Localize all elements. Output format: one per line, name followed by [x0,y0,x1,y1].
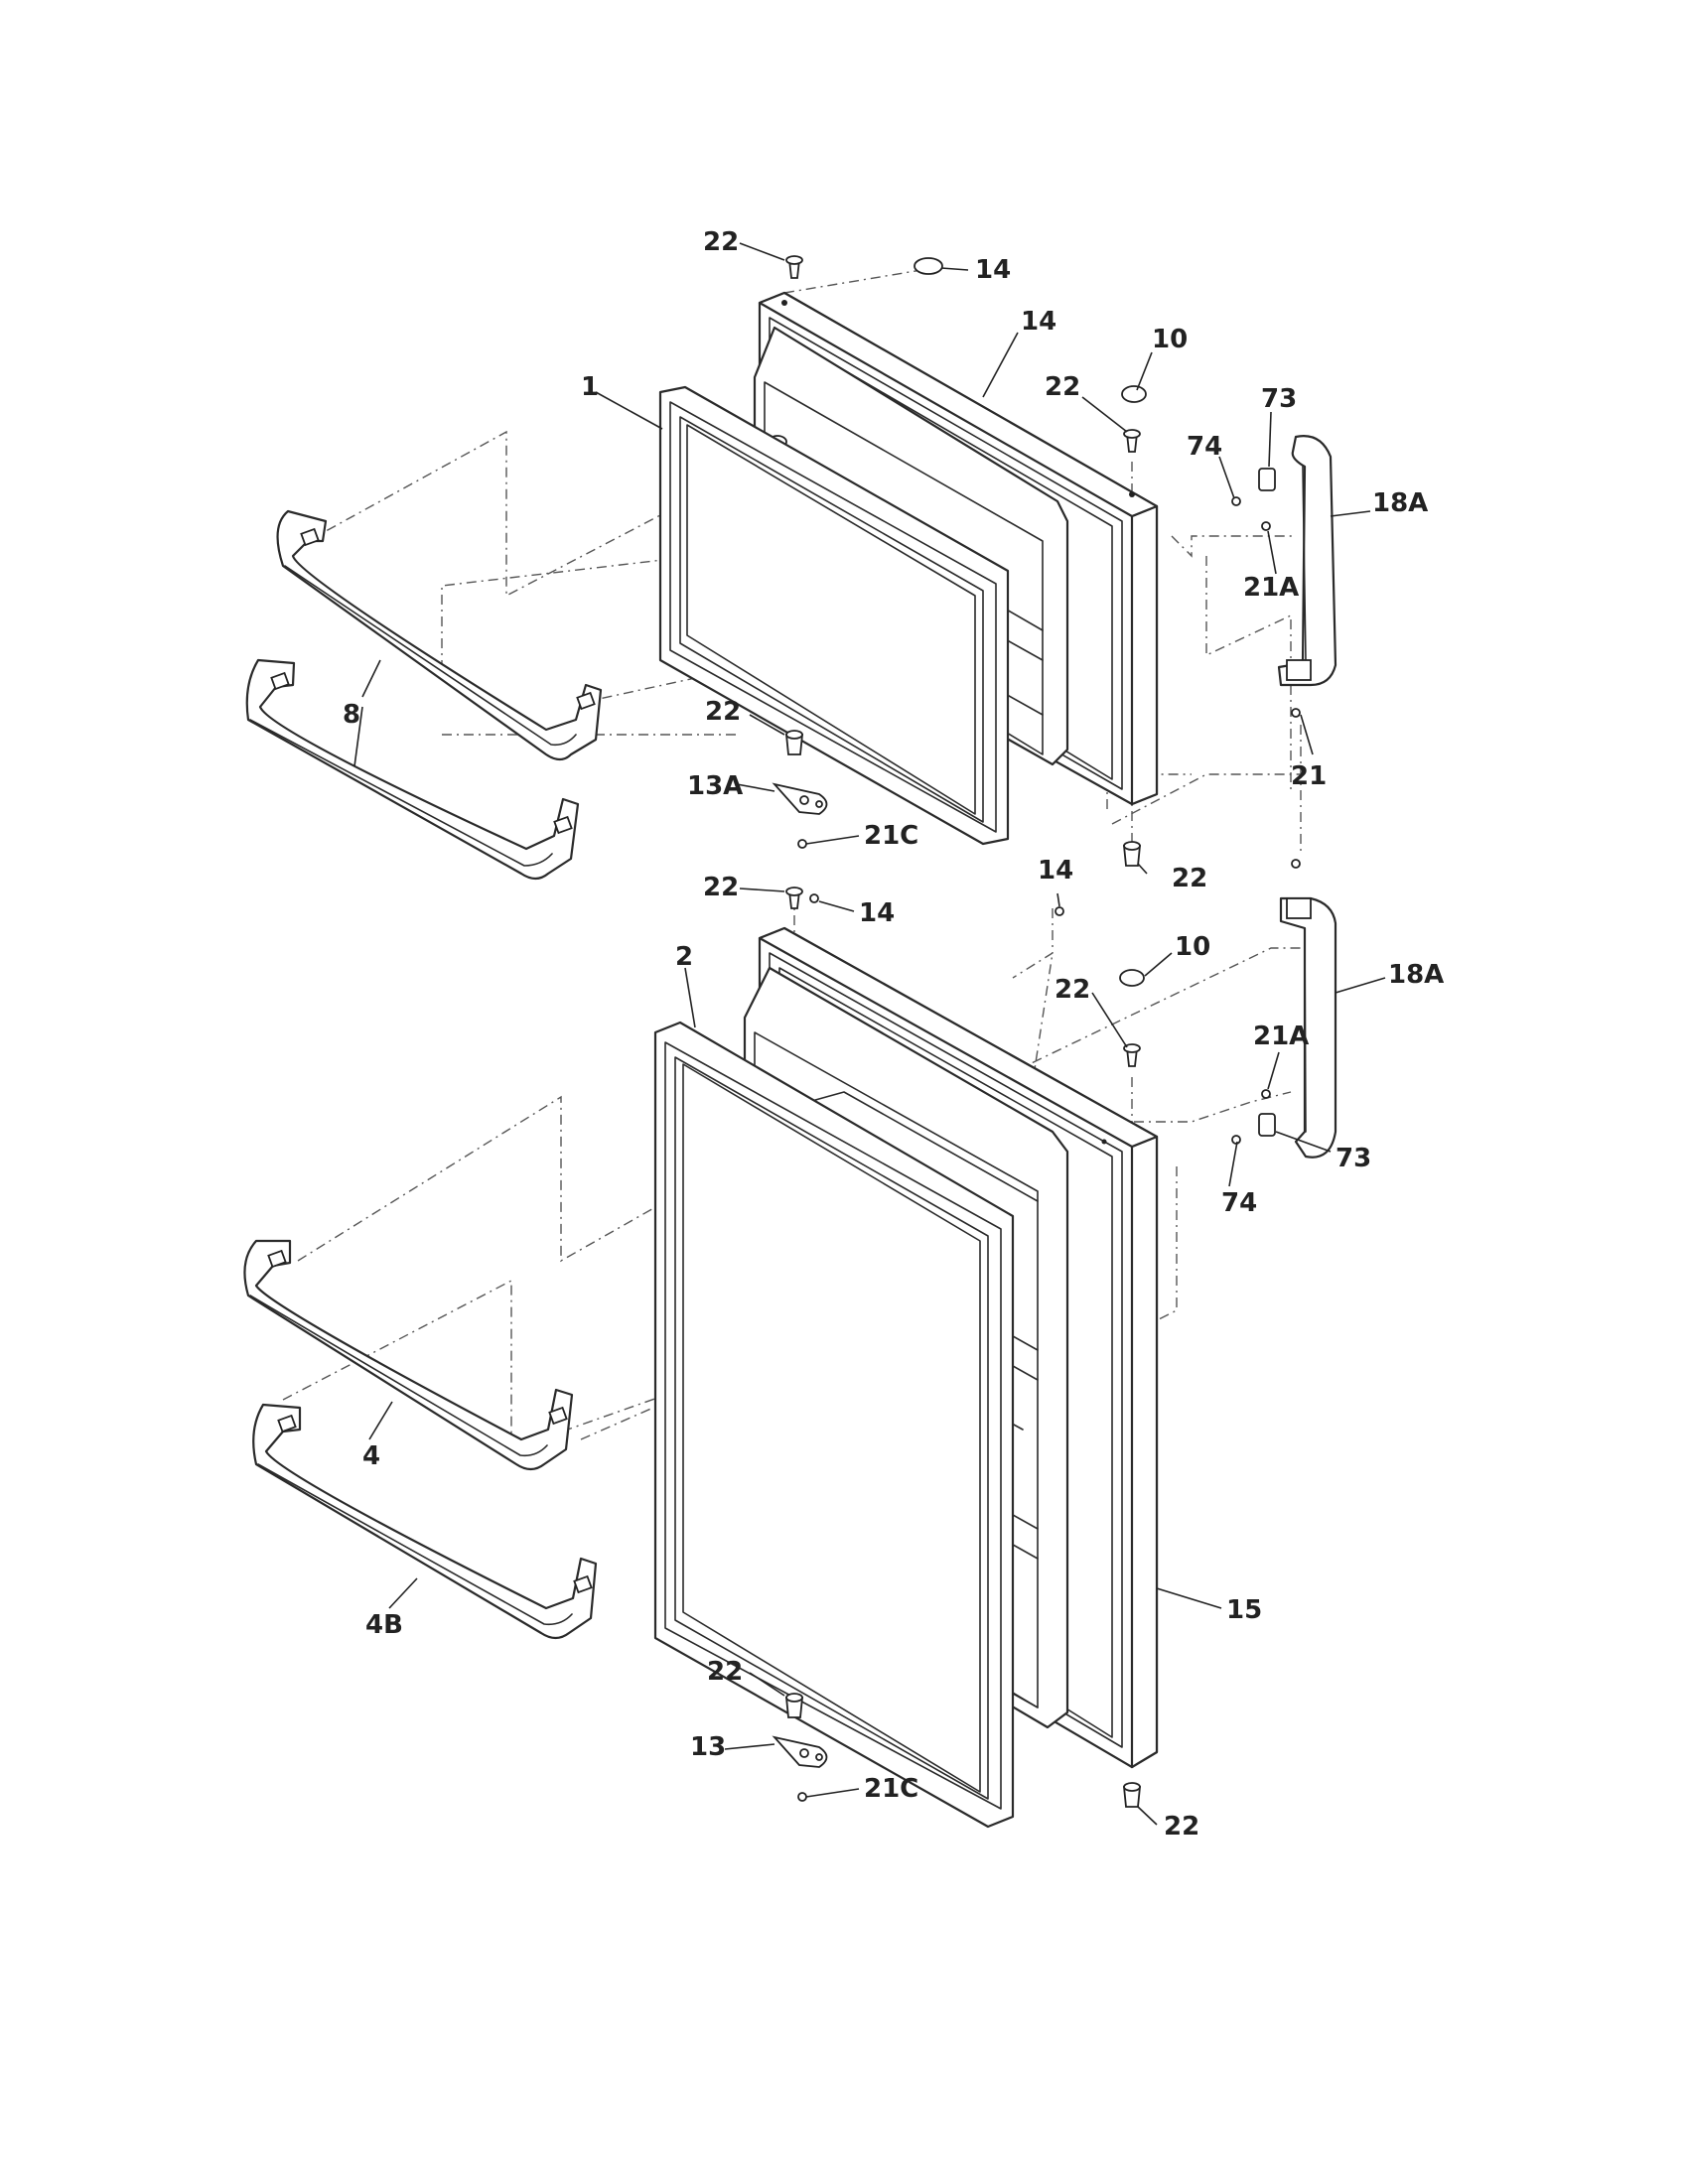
door-bin-4 [243,1239,574,1471]
callout-73-lower: 73 [1336,1144,1371,1173]
callout-10-lower: 10 [1175,932,1210,962]
callout-21c-lower: 21C [864,1774,918,1804]
freezer-handle [1277,435,1337,687]
callout-22-lower-bottom-right: 22 [1164,1812,1199,1842]
callout-14-right: 14 [1038,856,1073,886]
callout-22-upper-hinge: 22 [705,697,741,727]
callout-13: 13 [690,1732,726,1762]
callout-14-left: 14 [859,898,895,928]
callout-13a: 13A [687,771,743,801]
callout-12: 14 [975,255,1011,285]
freezer-handle-spacer [1258,468,1276,491]
leader-lines [353,242,1386,1826]
callout-10-upper: 10 [1152,325,1188,354]
callout-8: 8 [343,700,360,730]
fresh-food-door-gasket [653,1021,1015,1829]
door-handles [1258,435,1337,1159]
freezer-door-assembly [658,291,1159,846]
callout-4b: 4B [365,1610,403,1640]
callout-22-top-left: 22 [703,227,739,257]
fresh-food-door-assembly [653,926,1159,1829]
callout-21a-upper: 21A [1243,573,1299,603]
callout-11: 14 [1021,307,1056,337]
callout-labels: 22 14 14 10 22 1 73 74 18A 21A 8 22 13A … [343,227,1444,1842]
callout-22-lower-hinge: 22 [707,1657,743,1687]
callout-22-lower-top-right: 22 [1055,975,1090,1005]
callout-15: 15 [1226,1595,1262,1625]
callout-74-lower: 74 [1221,1188,1257,1218]
freezer-bin-upper [276,509,603,761]
callout-21c-upper: 21C [864,821,918,851]
fresh-food-handle-spacer [1258,1113,1276,1137]
callout-21: 21 [1291,761,1327,791]
callout-73-upper: 73 [1261,384,1297,414]
fresh-food-door-bins [243,1239,598,1640]
callout-4: 4 [362,1441,380,1471]
callout-22-top-right: 22 [1045,372,1080,402]
callout-18a-lower: 18A [1388,960,1444,990]
freezer-bin-lower [245,658,580,881]
callout-22-upper-bottom-right: 22 [1172,864,1207,893]
callout-1: 1 [581,372,599,402]
callout-18a-upper: 18A [1372,488,1428,518]
freezer-door-gasket [658,385,1010,846]
callout-21a-lower: 21A [1253,1022,1309,1051]
callout-2: 2 [675,942,693,972]
callout-22-lower-top-left: 22 [703,873,739,902]
fresh-food-handle [1279,896,1337,1159]
callout-74-upper: 74 [1187,432,1222,462]
freezer-door-bins [245,509,603,881]
